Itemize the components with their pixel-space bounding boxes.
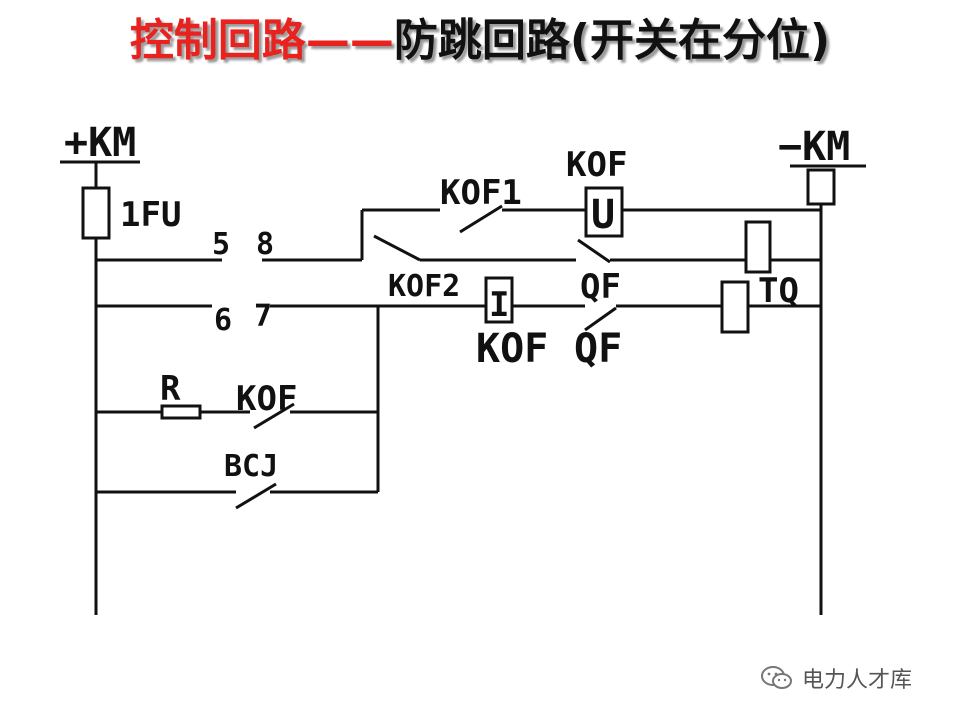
title-black: 防跳回路(开关在分位) [393,15,831,66]
coil-kof-i [484,276,514,324]
watermark-text: 电力人才库 [802,668,913,693]
label-qf-lower: QF [574,326,622,372]
coil-right-upper [744,220,772,274]
label-kof-lower: KOF [476,326,548,372]
label-pos-bus: +KM [64,120,136,166]
coil-kof-u [584,186,624,238]
label-kof2: KOF2 [388,269,460,304]
label-node5: 5 [212,227,230,262]
page-title: 控制回路——防跳回路(开关在分位) [0,6,960,76]
label-i-coil: I [489,285,509,325]
label-u-coil: U [591,192,615,238]
contact-bcj-blade [235,482,277,510]
label-kof1: KOF1 [440,173,522,213]
contact-qf-lower-blade [584,306,617,332]
fuse-1fu [81,186,111,240]
contact-kof1-blade [459,204,503,234]
label-bcj: BCJ [224,449,278,484]
coil-tq [720,280,750,334]
fuse-neg [806,168,836,206]
label-kof-top: KOF [566,145,627,185]
wechat-icon [761,666,792,689]
contact-qf-upper-blade [577,238,611,264]
label-resistor: R [160,369,181,409]
contact-kof-r-blade [253,402,295,430]
watermark: 电力人才库 [760,662,912,694]
label-node6: 6 [214,303,232,338]
title-red: 控制回路—— [129,15,394,66]
label-qf-upper: QF [580,267,621,307]
label-tq: TQ [758,271,799,311]
label-fuse: 1FU [120,195,181,235]
contact-kof2-blade [373,234,421,262]
label-kof-r: KOF [236,379,297,419]
label-node8: 8 [256,227,274,262]
label-node7: 7 [254,299,272,334]
label-neg-bus: −KM [778,124,850,170]
